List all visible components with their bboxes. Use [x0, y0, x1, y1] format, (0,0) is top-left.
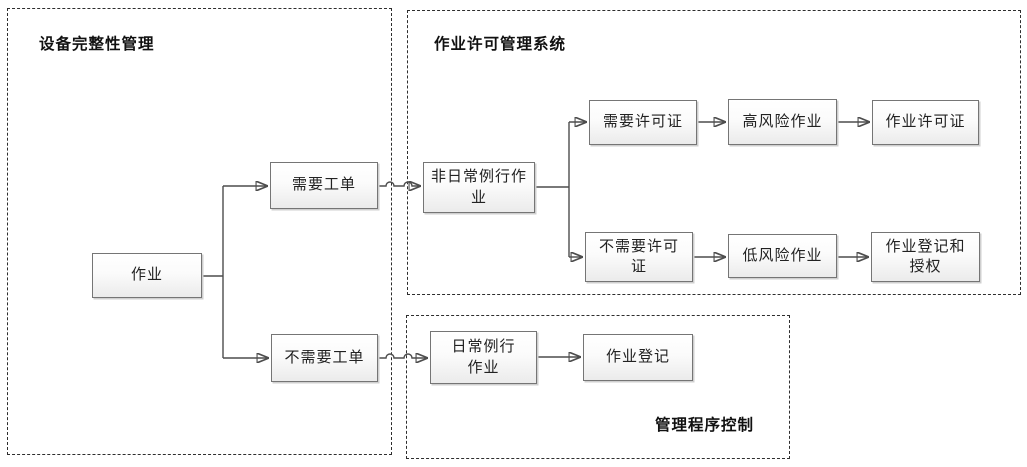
node-work-permit-label: 作业许可证 [885, 114, 966, 131]
node-need-permit-label: 需要许可证 [602, 114, 683, 131]
container-title-equipment-integrity: 设备完整性管理 [39, 36, 155, 53]
edge-need-workorder-to-non-routine [378, 182, 421, 186]
node-no-need-workorder: 不需要工单 [271, 334, 378, 382]
node-no-need-permit: 不需要许可 证 [585, 232, 693, 282]
edge-no-need-workorder-to-routine [378, 354, 428, 358]
node-need-workorder: 需要工单 [270, 162, 378, 209]
node-low-risk-work: 低风险作业 [728, 234, 837, 278]
node-need-workorder-label: 需要工单 [291, 177, 356, 194]
node-work-registration-label: 作业登记 [605, 349, 670, 366]
node-work-permit: 作业许可证 [872, 100, 979, 145]
node-need-permit: 需要许可证 [589, 100, 697, 145]
container-management-procedure-control: 管理程序控制 [406, 315, 790, 459]
node-non-routine-work: 非日常例行作 业 [423, 162, 535, 213]
container-title-work-permit-system: 作业许可管理系统 [434, 36, 567, 53]
node-registration-authorization-label: 作业登记和 授权 [885, 238, 966, 275]
node-work-label: 作业 [130, 267, 163, 284]
node-work: 作业 [92, 253, 202, 298]
node-work-registration: 作业登记 [583, 334, 693, 381]
container-equipment-integrity: 设备完整性管理 [7, 8, 392, 455]
node-high-risk-work-label: 高风险作业 [742, 113, 823, 130]
node-high-risk-work: 高风险作业 [728, 99, 837, 145]
node-non-routine-work-label: 非日常例行作 业 [430, 169, 527, 206]
container-title-management-procedure-control: 管理程序控制 [654, 417, 754, 434]
node-routine-work-label: 日常例行 作业 [451, 339, 516, 376]
node-registration-authorization: 作业登记和 授权 [871, 232, 980, 282]
container-work-permit-system: 作业许可管理系统 [407, 10, 1021, 295]
node-no-need-permit-label: 不需要许可 证 [598, 238, 679, 275]
node-routine-work: 日常例行 作业 [430, 331, 537, 384]
node-no-need-workorder-label: 不需要工单 [284, 349, 365, 366]
node-low-risk-work-label: 低风险作业 [742, 247, 823, 264]
